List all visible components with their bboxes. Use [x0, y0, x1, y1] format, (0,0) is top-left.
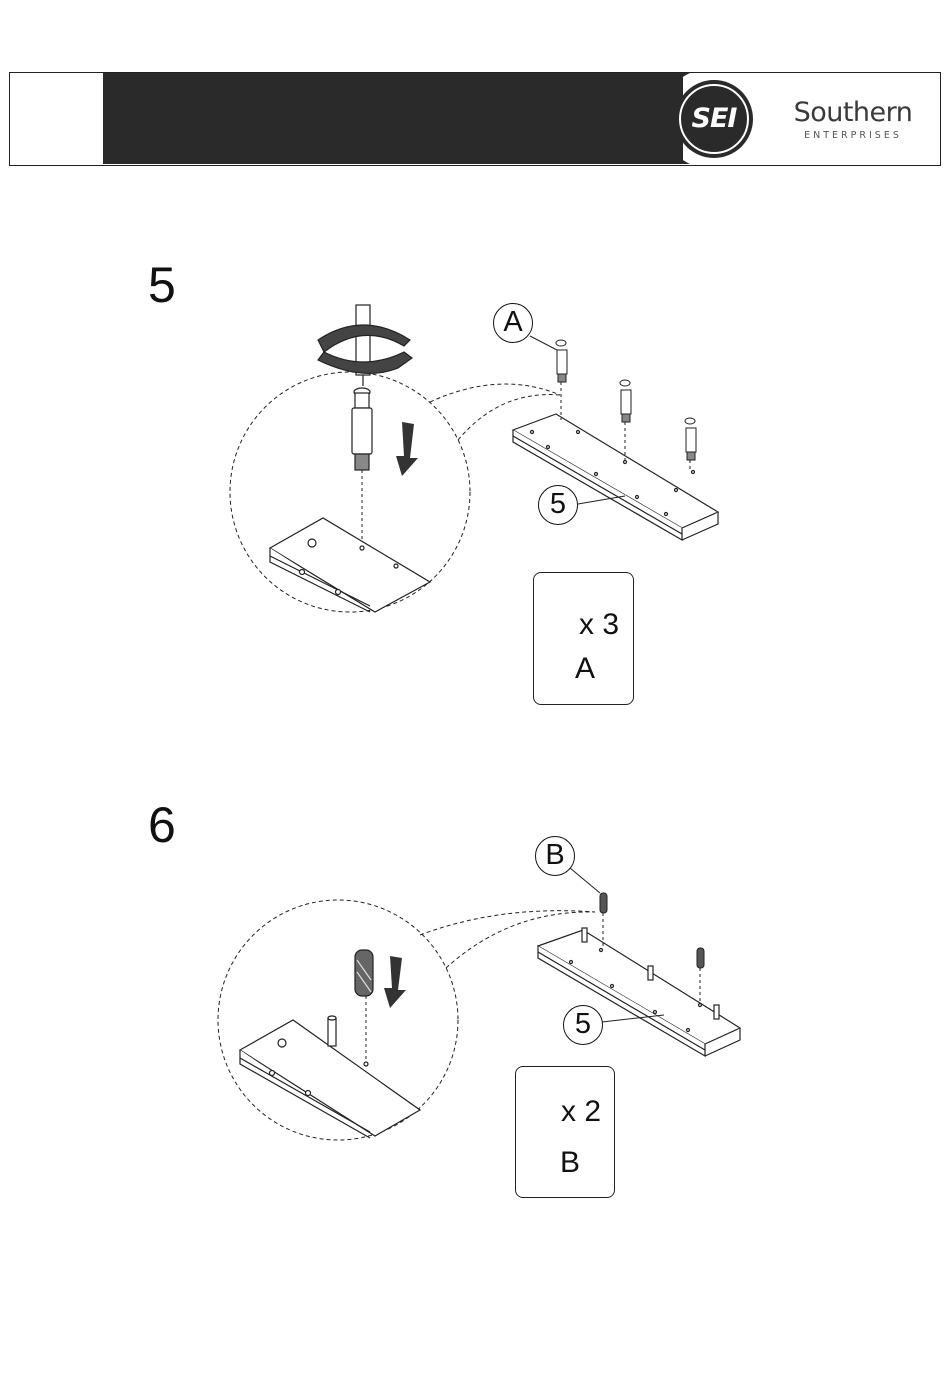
step-6-quantity: x 2 — [561, 1095, 601, 1129]
dowel-large-icon — [355, 950, 373, 996]
down-arrow-icon-2 — [384, 956, 406, 1008]
step-6-part-letter: B — [560, 1146, 580, 1180]
step-6-callout-part: B — [535, 836, 575, 876]
zoomed-panel-6 — [240, 1016, 420, 1138]
step-6-callout-panel: 5 — [563, 1005, 603, 1045]
